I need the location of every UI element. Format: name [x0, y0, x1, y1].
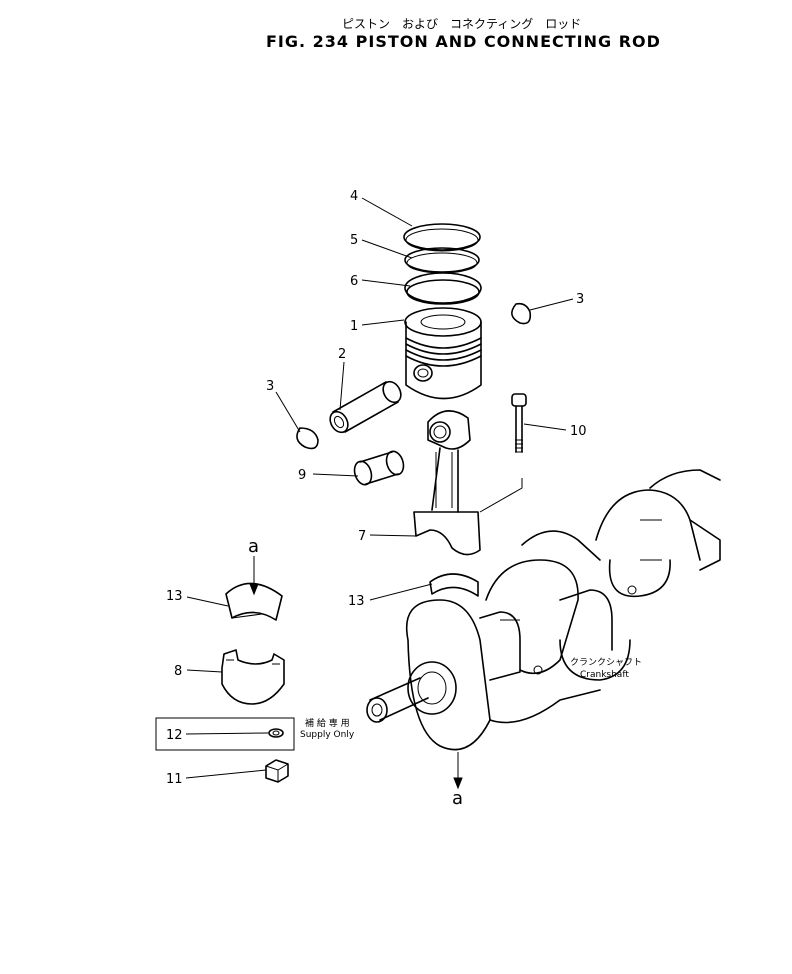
piston-ring-second	[404, 247, 480, 274]
piston-pin	[329, 380, 402, 434]
callout-4: 4	[350, 189, 358, 204]
connecting-rod-cap	[221, 649, 285, 705]
callout-9: 9	[298, 468, 306, 483]
callout-2: 2	[338, 347, 346, 362]
callout-12: 12	[166, 728, 183, 743]
piston-ring-top	[403, 223, 481, 252]
bearing-upper	[429, 573, 479, 597]
callout-13-left: 13	[166, 589, 183, 604]
washer	[268, 728, 284, 738]
callout-3-left: 3	[266, 379, 274, 394]
marker-a-bottom: a	[452, 788, 463, 809]
title-japanese: ピストン および コネクティング ロッド	[342, 17, 581, 31]
callout-11: 11	[166, 772, 183, 787]
connecting-rod-bolt	[479, 393, 527, 513]
crankshaft-label: Crankshaft	[580, 670, 629, 680]
callout-10: 10	[570, 424, 587, 439]
supply-only-label: Supply Only	[300, 730, 355, 740]
callout-3-right: 3	[576, 292, 584, 307]
crankshaft	[366, 469, 721, 751]
snap-ring-right	[511, 302, 532, 325]
callout-8: 8	[174, 664, 182, 679]
callout-1: 1	[350, 319, 358, 334]
marker-a-top: a	[248, 536, 259, 557]
connecting-rod	[413, 410, 481, 556]
piston	[404, 307, 482, 400]
callout-6: 6	[350, 274, 358, 289]
figure-title: FIG. 234 PISTON AND CONNECTING ROD	[266, 32, 661, 51]
supply-only-japanese: 補 給 専 用	[305, 717, 350, 729]
oil-ring	[404, 272, 482, 305]
supply-only-box	[155, 717, 295, 751]
crankshaft-japanese: クランクシャフト	[570, 657, 642, 668]
callout-7: 7	[358, 529, 366, 544]
snap-ring-left	[296, 427, 319, 450]
callout-5: 5	[350, 233, 358, 248]
connecting-rod-bushing	[353, 450, 405, 486]
bearing-lower	[225, 582, 283, 621]
nut	[265, 759, 289, 783]
leader-lines	[185, 197, 574, 790]
callout-13-right: 13	[348, 594, 365, 609]
